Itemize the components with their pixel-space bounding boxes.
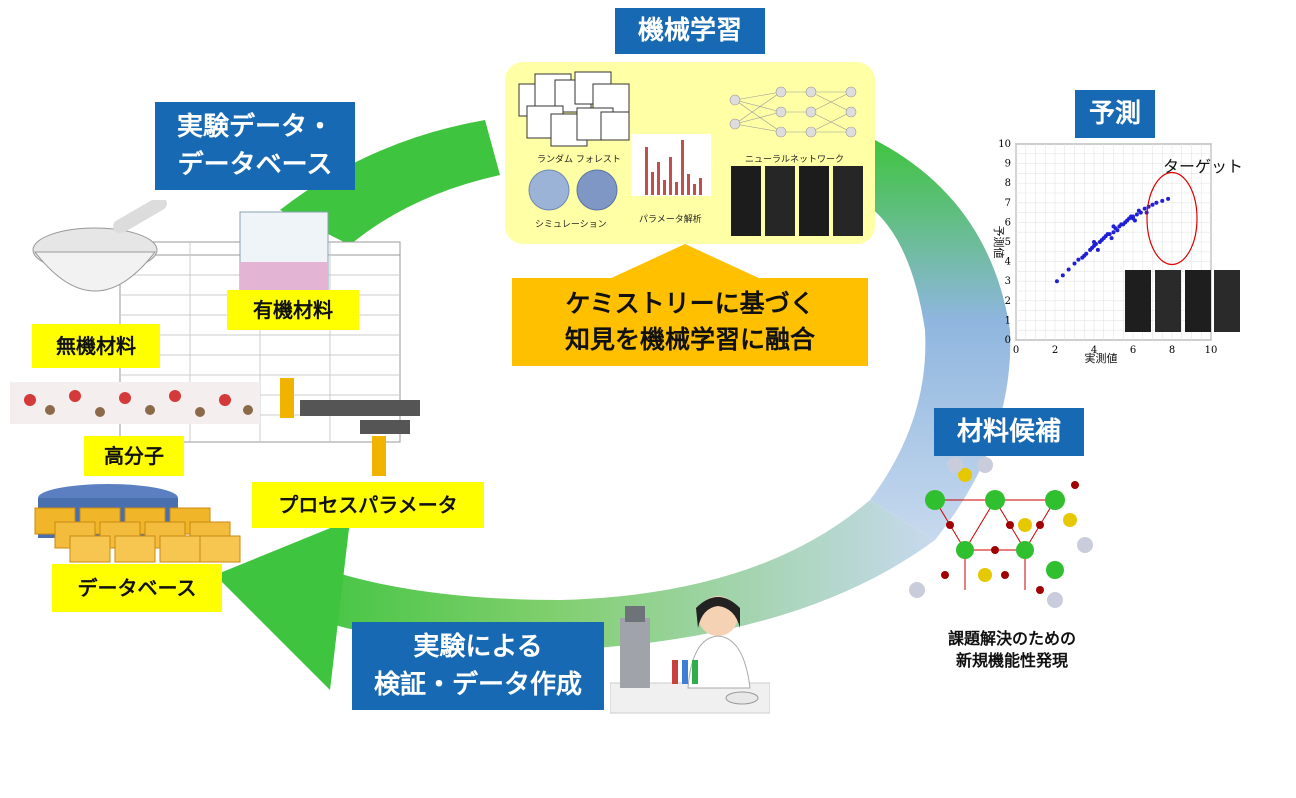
data-point (1150, 202, 1155, 207)
data-point (1119, 222, 1124, 227)
data-point (1060, 273, 1065, 278)
x-tick-label: 8 (1169, 345, 1175, 356)
simulation-label: シミュレーション (535, 220, 607, 230)
crystal-structure-icon (909, 457, 1093, 608)
random-forest-icon (518, 71, 630, 147)
y-tick-labels: 0 1 2 3 4 5 6 7 8 9 10 (998, 139, 1011, 346)
data-point (1160, 198, 1165, 203)
y-tick-label: 6 (1005, 217, 1011, 228)
y-tick-label: 3 (1005, 276, 1011, 287)
verification-title-line-1: 実験による (413, 632, 543, 662)
x-tick-label: 10 (1205, 345, 1218, 356)
discovery-caption-line-2: 新規機能性発現 (955, 651, 1068, 670)
y-tick-label: 4 (1005, 257, 1011, 268)
x-tick-label: 6 (1130, 345, 1136, 356)
data-point (1082, 253, 1087, 258)
arrow-head-left (215, 520, 350, 690)
chemistry-fusion-line-2: 知見を機械学習に融合 (564, 325, 815, 354)
inorganic-materials-label: 無機材料 (32, 324, 160, 368)
simulation-icon-a (528, 169, 570, 211)
target-ring (1146, 171, 1198, 266)
organic-materials-label: 有機材料 (227, 290, 359, 330)
server-overlay-icon (1125, 270, 1240, 332)
target-annotation: ターゲット (1163, 158, 1243, 176)
y-tick-label: 7 (1005, 198, 1011, 209)
database-folders-icon (34, 484, 241, 563)
up-arrow-icon (607, 244, 763, 280)
y-tick-label: 8 (1005, 178, 1011, 189)
experiment-database-title: 実験データ・ データベース (155, 102, 355, 190)
data-point (1166, 196, 1171, 201)
y-tick-label: 2 (1005, 296, 1011, 307)
discovery-caption: 課題解決のための 新規機能性発現 (912, 628, 1112, 672)
neural-network-icon (729, 86, 857, 138)
x-tick-labels: 0 2 4 6 8 10 (1013, 345, 1218, 356)
prediction-title: 予測 (1075, 90, 1155, 138)
scientist-icon (610, 596, 770, 714)
data-point (1111, 224, 1116, 229)
data-point (1066, 267, 1071, 272)
parameter-histogram-icon (631, 134, 711, 196)
y-tick-label: 1 (1005, 315, 1011, 326)
data-point (1095, 247, 1100, 252)
polymer-label: 高分子 (84, 436, 184, 476)
y-tick-label: 9 (1005, 159, 1011, 170)
data-point (1072, 261, 1077, 266)
y-tick-label: 5 (1005, 237, 1011, 248)
x-tick-label: 4 (1091, 345, 1097, 356)
chemistry-fusion-box: ケミストリーに基づく 知見を機械学習に融合 (512, 278, 868, 366)
data-point (1136, 208, 1141, 213)
data-point (1099, 238, 1104, 243)
data-point (1054, 279, 1059, 284)
data-point (1154, 200, 1159, 205)
x-tick-label: 0 (1013, 345, 1019, 356)
verification-title: 実験による 検証・データ作成 (352, 622, 604, 710)
arrow-arc-bottom (290, 500, 935, 650)
arrow-arc-top-left (280, 120, 500, 245)
polymer-chain-icon (10, 382, 260, 424)
candidates-title: 材料候補 (934, 408, 1084, 456)
data-point (1111, 230, 1116, 235)
parameter-analysis-label: パラメータ解析 (639, 215, 702, 225)
neural-network-label: ニューラルネットワーク (745, 155, 845, 165)
process-line-icon (280, 378, 420, 476)
data-point (1125, 218, 1130, 223)
discovery-caption-line-1: 課題解決のための (947, 629, 1076, 648)
data-point (1092, 240, 1096, 244)
y-axis-label: 予測値 (992, 226, 1006, 259)
data-point (1076, 257, 1081, 262)
data-points (1054, 196, 1171, 284)
random-forest-label: ランダム フォレスト (537, 155, 621, 165)
y-tick-label: 10 (998, 139, 1011, 150)
data-point (1131, 216, 1135, 221)
simulation-icon-b (576, 169, 618, 211)
verification-title-line-2: 検証・データ作成 (373, 670, 582, 700)
x-tick-label: 2 (1052, 345, 1058, 356)
experiment-database-title-line-2: データベース (177, 150, 333, 180)
process-parameters-label: プロセスパラメータ (252, 482, 484, 528)
ml-panel: ランダム フォレスト ニューラルネットワーク シミュレーション パラメータ解析 (505, 62, 875, 244)
prediction-scatter-chart: 0 1 2 3 4 5 6 7 8 9 10 0 2 4 6 8 10 ターゲット 実測値 予測値 (992, 139, 1243, 365)
mortar-icon (32, 200, 167, 292)
data-point (1134, 212, 1139, 217)
ml-panel-graphics (518, 71, 863, 236)
ml-title: 機械学習 (615, 8, 765, 54)
data-sources-graphics (10, 200, 420, 563)
y-tick-label: 0 (1005, 335, 1011, 346)
data-point (1109, 236, 1114, 241)
experiment-database-title-line-1: 実験データ・ (176, 112, 333, 142)
data-point (1105, 232, 1110, 237)
chemistry-fusion-line-1: ケミストリーに基づく (565, 289, 815, 318)
beaker-icon (239, 211, 329, 301)
x-axis-label: 実測値 (1085, 351, 1118, 365)
data-point (1115, 228, 1120, 233)
database-label: データベース (52, 564, 222, 612)
data-point (1090, 245, 1095, 250)
data-point (1142, 206, 1147, 211)
server-icon (731, 166, 863, 236)
